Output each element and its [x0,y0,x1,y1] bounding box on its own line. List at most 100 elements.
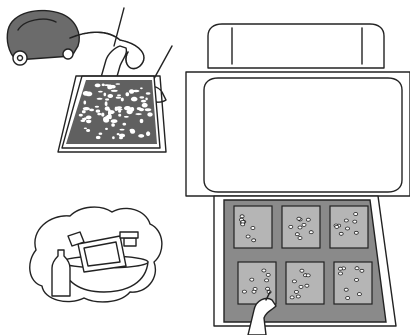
crumb [86,116,92,120]
crumb [84,128,87,130]
crumb [96,110,100,113]
vacuum-cleaning-crumb-tray [7,8,172,152]
crumb [108,110,115,114]
crumb [126,92,130,96]
crumb [147,112,152,116]
tile-hole [353,220,357,223]
crumb-tray-icon [58,76,166,152]
tile-hole [262,269,266,272]
crumb [117,94,121,96]
crumb [95,106,99,108]
tile-hole [302,223,306,226]
tile-hole [265,279,269,282]
tile-hole [298,226,302,229]
tile-hole [354,213,358,216]
tile-hole [360,269,364,272]
crumb [118,114,121,117]
tile-hole [335,225,339,228]
tile-hole [292,280,296,283]
tile-hole [355,278,359,281]
oven-with-crumb-tray-out [186,24,410,335]
crumb [86,120,92,122]
tile-hole [309,231,313,234]
tile-hole [339,232,343,235]
tile-hole [299,285,303,288]
tile-hole [306,218,310,221]
crumb [105,128,108,130]
tile-hole [295,233,299,236]
crumb [138,134,144,138]
crumb [124,116,129,118]
crumb [116,109,123,111]
tile-hole [344,288,348,291]
tile-hole [290,296,294,299]
crumb [105,101,108,106]
crumb [145,98,147,101]
tile-hole [297,217,301,220]
crumb [79,114,83,117]
tile-hole [252,239,256,242]
crumb [118,110,121,112]
crumb [130,129,135,134]
tile-hole [296,295,300,298]
crumb [105,106,110,110]
tile-hole [266,287,270,290]
crumb [103,117,107,122]
tile-hole [346,227,350,230]
crumb [141,100,146,103]
tile-hole [289,225,293,228]
tile-hole [305,284,309,287]
crumb [104,93,107,97]
tile-hole [266,273,270,276]
soaking-parts-in-detergent [30,207,162,302]
toaster-oven-icon [186,24,410,326]
tile-hole [298,237,302,240]
tile-hole [294,290,298,293]
tile-hole [306,274,310,277]
crumb [89,109,94,112]
crumb [83,107,90,110]
crumb [119,137,123,140]
crumb [140,87,143,89]
crumb [116,97,121,99]
crumb [82,110,86,113]
crumb [99,133,103,135]
crumb [146,92,151,94]
crumb [140,119,144,123]
tile-hole [250,278,254,281]
crumb [111,119,118,123]
crumb [111,123,115,127]
crumb [81,120,86,122]
crumb [116,106,122,108]
crumb [145,108,152,111]
crumb [142,103,148,108]
tile-hole [338,267,342,270]
crumb [83,91,89,96]
tile-hole [241,223,245,226]
crumb [121,98,124,102]
crumb [102,84,105,87]
tile-hole [357,293,361,296]
tile-hole [246,235,250,238]
crumb [101,113,104,117]
crumb [97,98,103,100]
crumb [139,108,144,110]
crumb [124,106,131,110]
crumb [95,84,101,88]
crumb [129,89,134,94]
crumb [111,90,118,92]
crumb [108,94,114,98]
crumb [140,96,145,98]
tile-hole [252,290,256,293]
crumb [135,113,141,115]
crumb [104,84,109,86]
crumb [97,113,101,115]
tile-hole [251,227,255,230]
crumb [120,129,125,131]
tile-hole [346,297,350,300]
crumb [112,136,115,139]
crumb [123,123,127,126]
tile-hole [344,219,348,222]
crumb [86,129,90,132]
